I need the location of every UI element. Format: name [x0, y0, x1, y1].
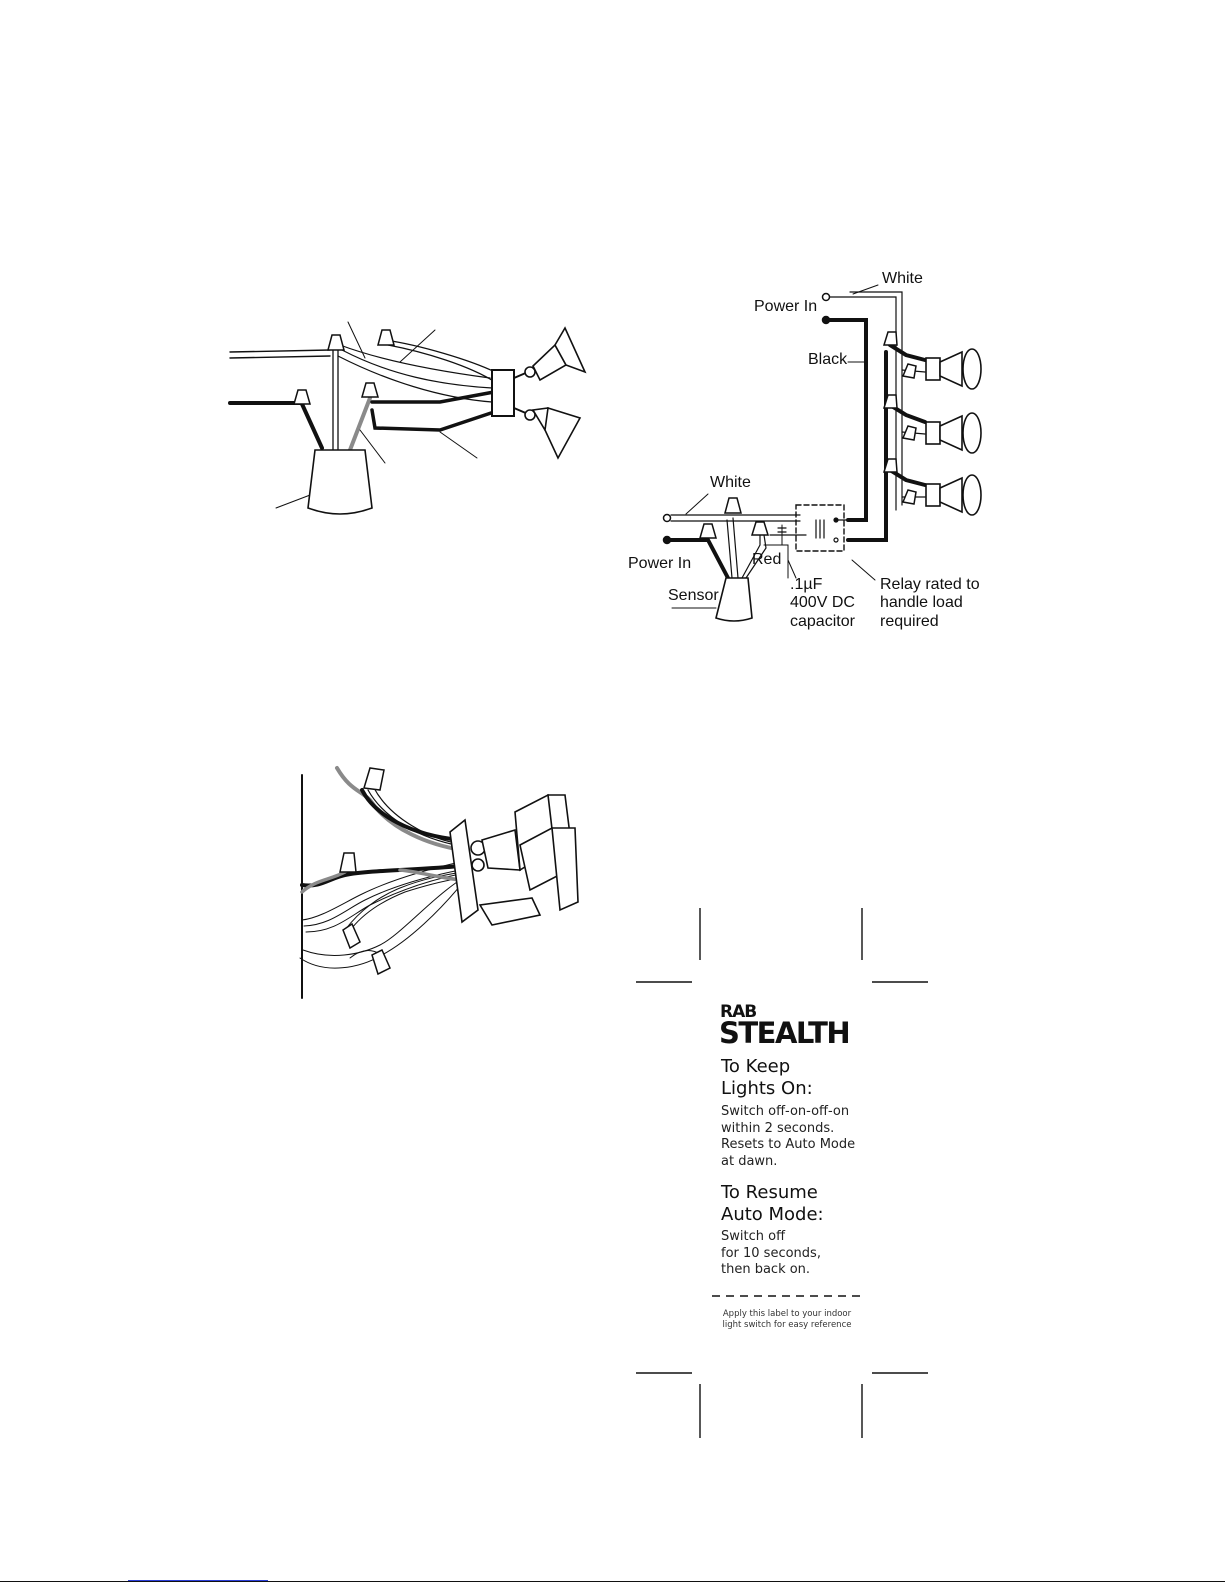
section-resume-auto-title: To Resume Auto Mode:	[721, 1182, 824, 1225]
label-power-in-left: Power In	[628, 555, 692, 572]
page-bottom-border	[0, 1581, 1225, 1582]
label-white-top: White	[882, 270, 923, 287]
section-keep-lights-on-title: To Keep Lights On:	[721, 1056, 813, 1099]
label-relay: Relay rated to handle load required	[880, 576, 980, 630]
label-power-in-top: Power In	[754, 298, 818, 315]
label-white-left: White	[710, 474, 751, 491]
section-keep-lights-on-body: Switch off-on-off-on within 2 seconds. R…	[721, 1104, 856, 1169]
footer-link-underline[interactable]	[128, 1580, 268, 1581]
label-black: Black	[808, 351, 848, 368]
label-capacitor: .1µF 400V DC capacitor	[790, 576, 855, 630]
label-sensor: Sensor	[668, 587, 719, 604]
label-red: Red	[752, 551, 782, 568]
label-footnote: Apply this label to your indoor light sw…	[722, 1309, 852, 1330]
section-resume-auto-body: Switch off for 10 seconds, then back on.	[721, 1229, 821, 1277]
brand-logo-rab: RAB	[720, 1002, 757, 1022]
brand-logo-stealth: STEALTH	[719, 1016, 851, 1050]
